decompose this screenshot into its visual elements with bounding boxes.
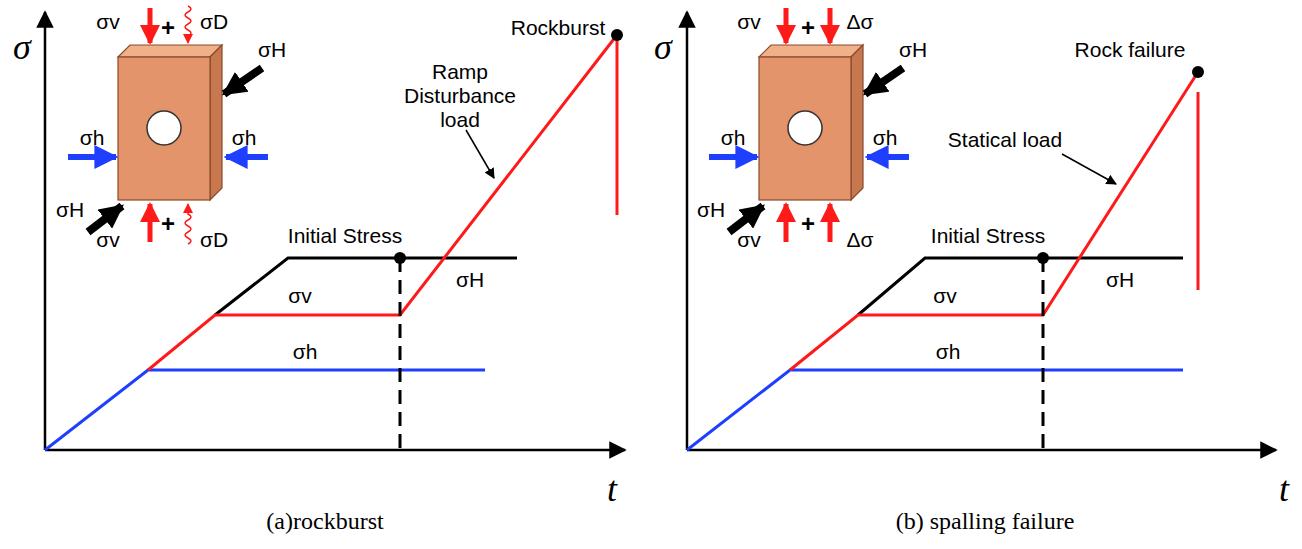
axis-label: σ [13,27,31,68]
panel-caption: (b) spalling failure [896,508,1075,536]
failure-drop [1197,92,1200,290]
sigma-v-arrow [784,8,789,43]
panel-b [687,8,1276,450]
axis-label: t [1279,469,1289,510]
sigma-h-curve [687,370,1183,450]
load-label: Ramp Disturbance load [382,60,538,132]
y-axis [44,12,47,450]
dynamic-wave [185,6,191,43]
stress-symbol: σh [232,126,257,150]
leader-arrow [466,130,494,178]
stress-symbol: Δσ [847,10,874,34]
leader-arrow [1062,154,1116,184]
load-label: Statical load [948,128,1062,152]
rock-cube [68,45,268,232]
stress-symbol: σH [899,38,927,62]
stress-symbol: σh [80,126,105,150]
stress-symbol: σv [737,228,760,252]
event-label: Rock failure [1075,38,1186,62]
stress-symbol: σD [200,10,228,34]
sigma-H-curve [858,258,1183,315]
stress-symbol: σh [873,126,898,150]
stress-symbol: Δσ [847,228,874,252]
stress-symbol: σH [56,198,84,222]
dashed-marker [1042,258,1045,450]
y-axis [686,12,689,450]
axis-label: σ [654,27,672,68]
sigma-v-arrow [148,8,153,43]
stress-symbol: σh [721,126,746,150]
curve-label: σh [936,340,961,364]
initial-stress-dot [1037,252,1049,264]
delta-sigma-arrow [828,8,833,43]
event-label: Rockburst [511,16,606,40]
stress-symbol: σH [697,198,725,222]
stress-symbol: σv [96,228,119,252]
curve-label: σH [1106,268,1134,292]
panel-caption: (a)rockburst [266,508,383,536]
failure-dot [1192,66,1204,78]
curve-label: σv [933,284,956,308]
event-label: Initial Stress [931,224,1045,248]
curve-label: σv [288,284,311,308]
stress-symbol: σD [200,228,228,252]
stress-symbol: σv [737,10,760,34]
rockburst-dot [611,29,623,41]
plus-sign: + [801,14,815,42]
rock-cube [709,45,909,232]
panel-a [45,6,625,450]
stress-symbol: σH [258,38,286,62]
axis-label: t [607,469,617,510]
sigma-v-curve [148,35,617,370]
sigma-v-arrow [148,204,153,242]
x-axis [687,449,1276,452]
plus-sign: + [161,210,175,238]
dashed-marker [399,258,402,450]
event-label: Initial Stress [288,224,402,248]
delta-sigma-arrow [828,204,833,242]
plus-sign: + [801,210,815,238]
stress-symbol: σv [96,10,119,34]
curve-label: σH [456,268,484,292]
sigma-v-arrow [784,204,789,242]
initial-stress-dot [394,252,406,264]
x-axis [45,449,625,452]
dynamic-wave [185,204,191,244]
sigma-h-curve [45,370,485,450]
sigma-v-curve [790,72,1198,370]
plus-sign: + [161,14,175,42]
sigma-H-curve [215,258,517,315]
curve-label: σh [293,340,318,364]
